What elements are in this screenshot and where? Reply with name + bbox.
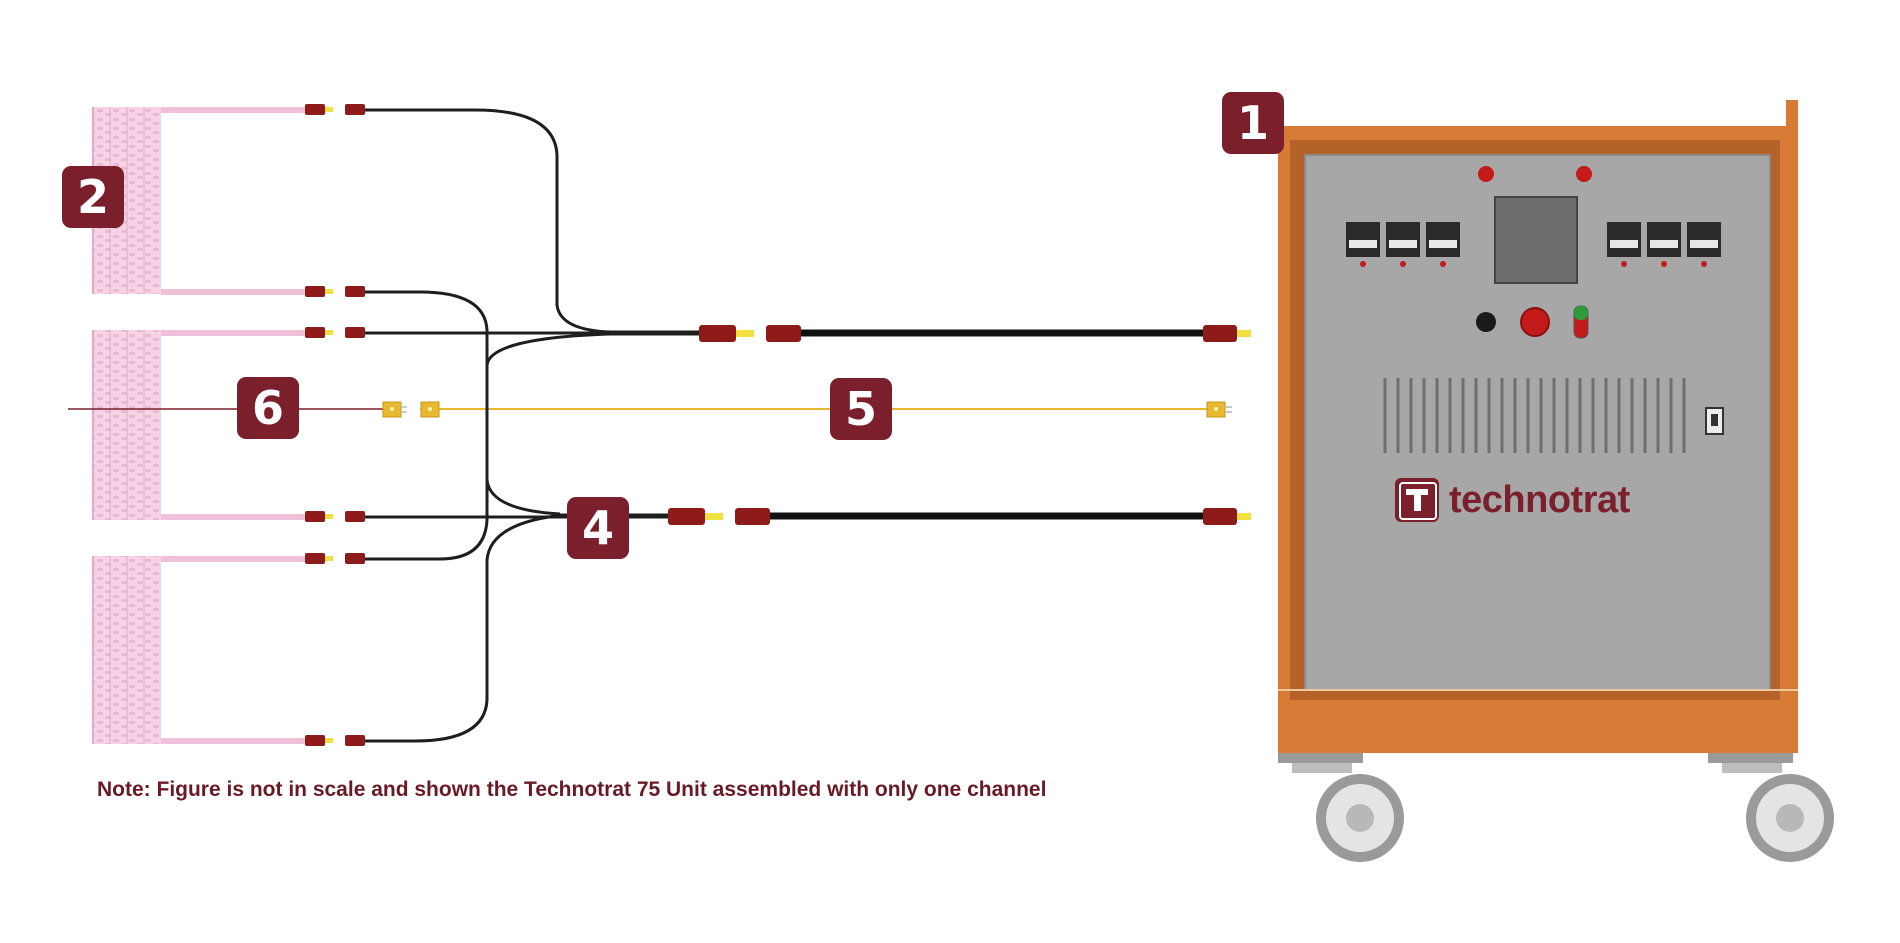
thermocouple-connectors <box>382 401 1232 418</box>
splitter-cable-lower <box>365 332 611 743</box>
figure-note: Note: Figure is not in scale and shown t… <box>97 778 1047 801</box>
pad-connectors <box>305 104 365 746</box>
caster-wheel-icon <box>1278 753 1834 862</box>
temperature-controllers-left <box>1346 222 1460 267</box>
splitter-cable-upper <box>365 108 611 516</box>
temperature-controllers-right <box>1607 222 1721 267</box>
callout-badge-thermocouple-extension: 5 <box>830 378 892 440</box>
callout-badge-thermocouple: 6 <box>237 377 299 439</box>
technotrat-logo-icon <box>1395 478 1439 522</box>
heating-pad-3 <box>92 556 305 744</box>
callout-badge-heating-pads: 2 <box>62 166 124 228</box>
callout-badge-splitter-cable: 4 <box>567 497 629 559</box>
brand-name: technotrat <box>1449 478 1630 521</box>
brand-logo: technotrat <box>1395 478 1630 522</box>
emergency-stop-icon <box>1520 307 1550 337</box>
selector-knob-icon <box>1476 312 1496 332</box>
trunk-connectors <box>668 325 1251 525</box>
heat-treatment-unit <box>1278 100 1834 862</box>
heating-pad-2 <box>92 330 305 520</box>
heating-pad-1 <box>92 107 305 295</box>
ventilation-grille <box>1383 378 1686 453</box>
callout-badge-unit: 1 <box>1222 92 1284 154</box>
